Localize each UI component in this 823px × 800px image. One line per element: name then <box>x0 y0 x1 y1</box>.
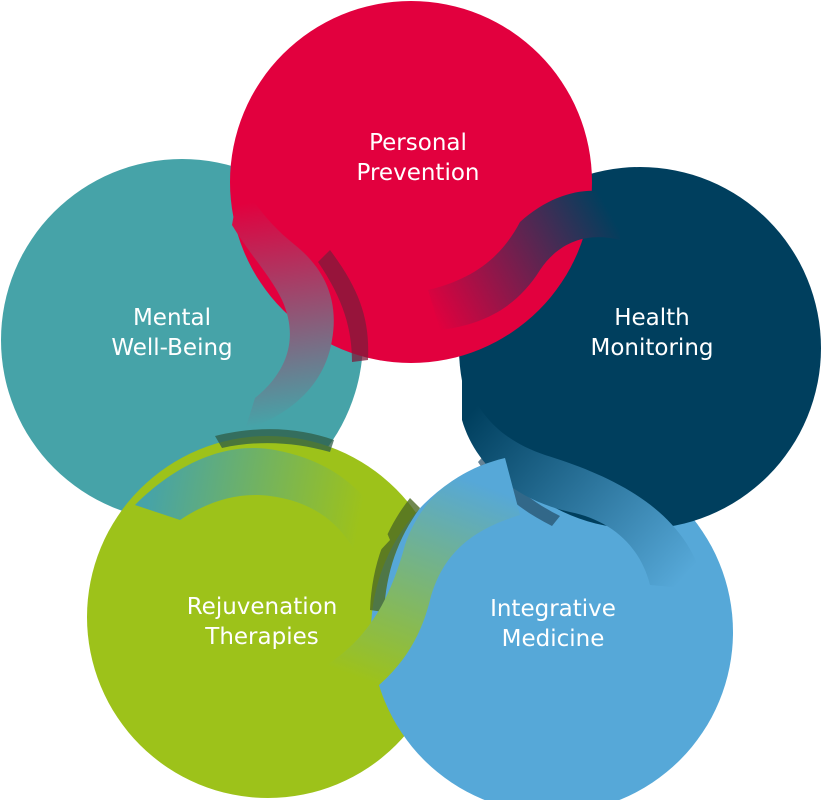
band-personal-to-health <box>428 190 620 330</box>
label-line: Personal <box>369 130 467 156</box>
fold-shadow-rejuv-mental <box>215 429 334 452</box>
band-mental-to-personal <box>232 180 334 430</box>
label-line: Well-Being <box>111 335 232 361</box>
label-line: Integrative <box>490 596 616 622</box>
connector-bands <box>135 180 705 700</box>
band-health-to-integrative <box>462 360 705 590</box>
label-line: Prevention <box>357 160 480 186</box>
label-line: Rejuvenation <box>187 594 338 620</box>
label-line: Monitoring <box>591 335 714 361</box>
label-line: Mental <box>133 305 211 331</box>
label-line: Health <box>614 305 690 331</box>
fold-shadow-integrative-rejuv <box>370 498 420 612</box>
band-integrative-to-rejuv <box>322 458 520 700</box>
label-line: Medicine <box>502 626 605 652</box>
band-rejuv-to-mental <box>135 448 390 570</box>
label-line: Therapies <box>204 624 318 650</box>
fold-shadow-mental-personal <box>318 250 369 362</box>
